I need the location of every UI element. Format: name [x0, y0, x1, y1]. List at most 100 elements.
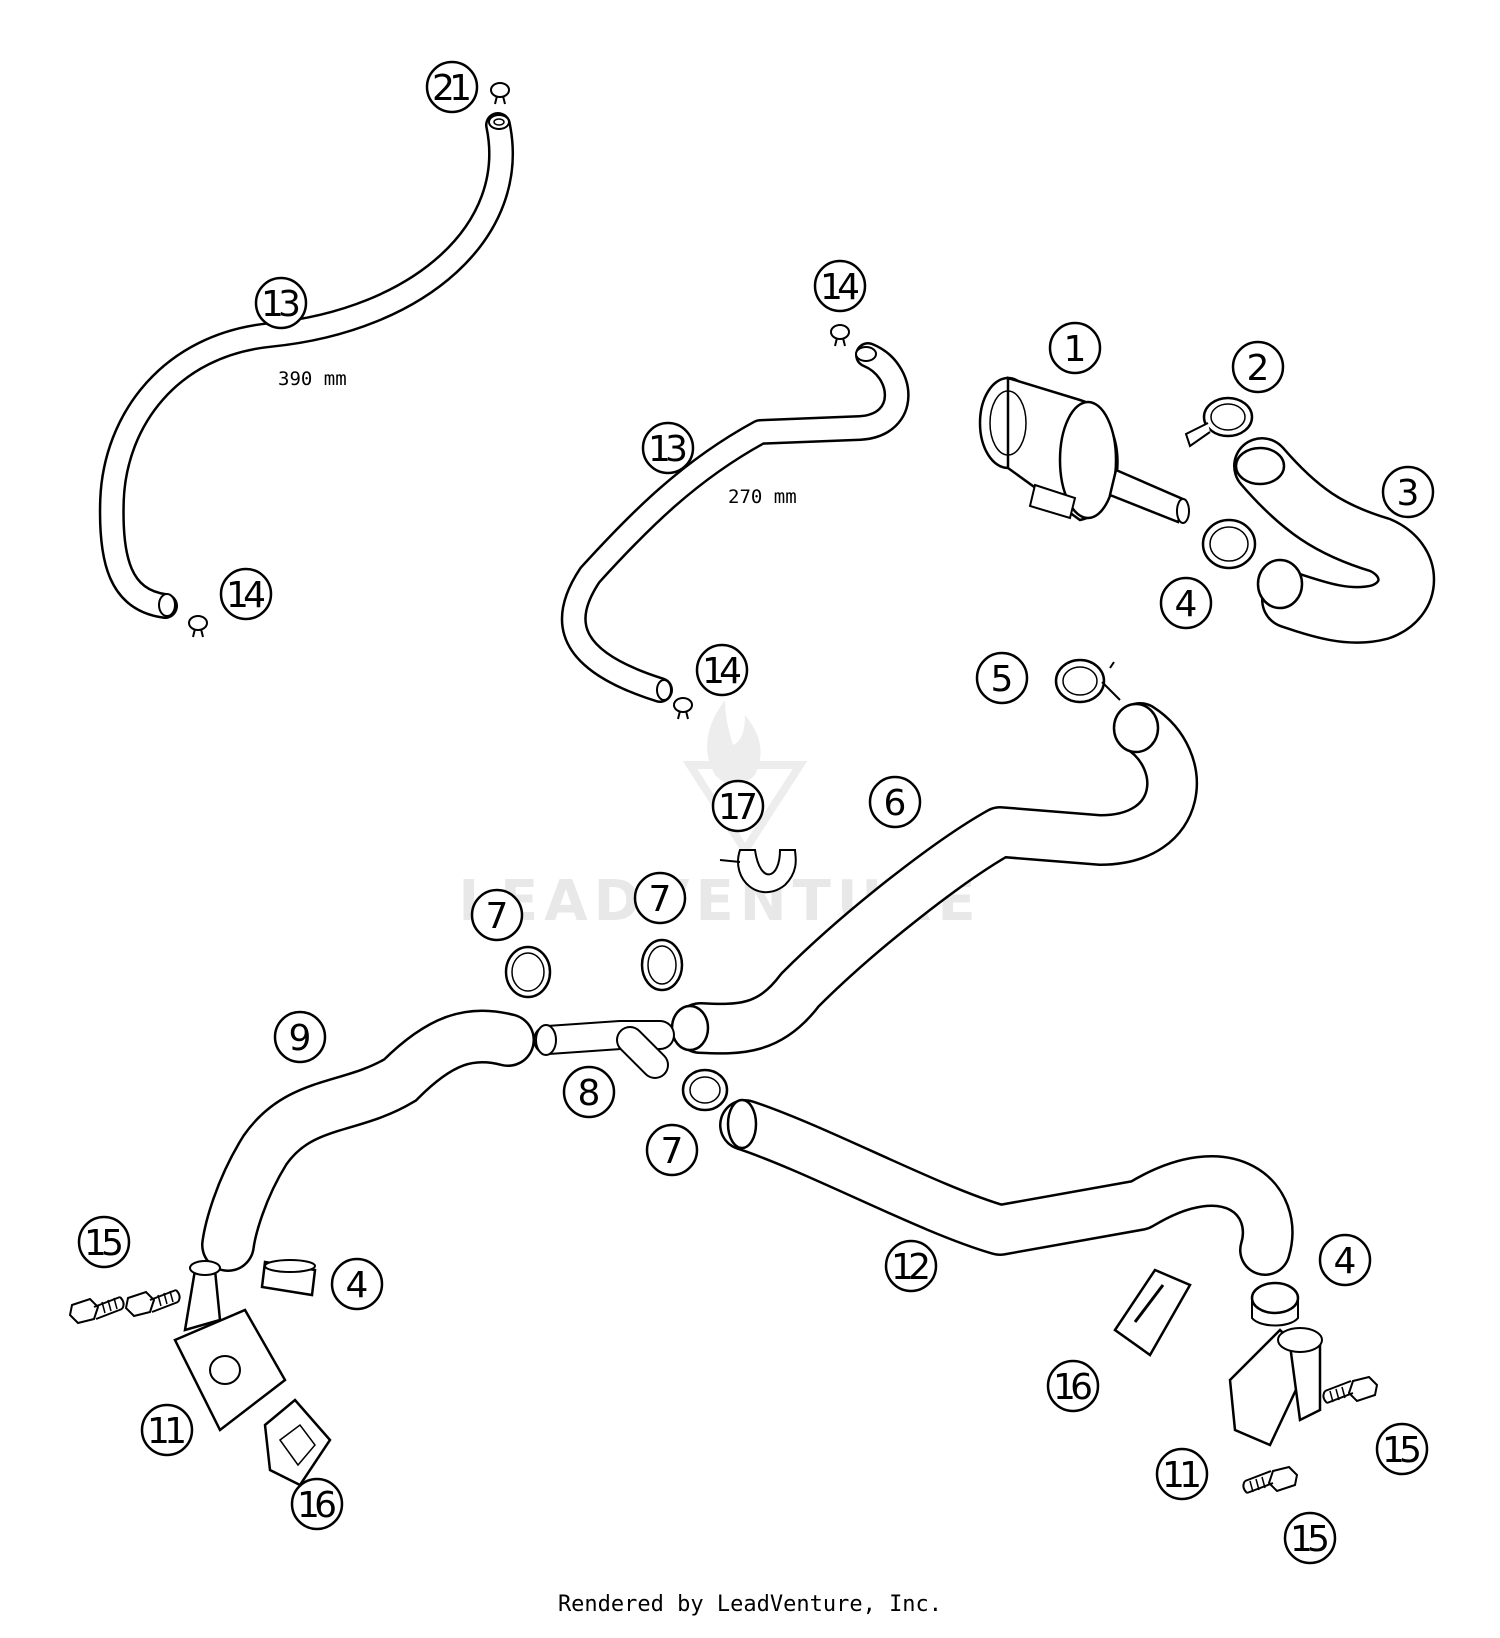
hose-270mm [560, 342, 910, 703]
callout-circle [868, 775, 922, 829]
callout-3: 3 [1381, 465, 1435, 519]
callout-circle [1318, 1233, 1372, 1287]
callout-circle [330, 1257, 384, 1311]
clip-17 [719, 849, 797, 894]
callout-number: 17 [718, 787, 758, 828]
callout-2: 2 [1231, 340, 1285, 394]
callout-11: 11 [1155, 1447, 1209, 1501]
callout-number: 4 [1334, 1241, 1357, 1282]
fitting-11b [1228, 1327, 1323, 1447]
callout-number: 4 [1175, 584, 1198, 625]
clamp-7a [504, 945, 552, 999]
callout-number: 16 [1053, 1367, 1093, 1408]
callout-circle [470, 888, 524, 942]
callout-number: 11 [1162, 1455, 1202, 1496]
callout-circle [1159, 576, 1213, 630]
callout-14: 14 [695, 643, 749, 697]
air-filter-housing [978, 376, 1190, 524]
callout-17: 17 [711, 779, 765, 833]
callout-13: 13 [641, 421, 695, 475]
callout-7: 7 [470, 888, 524, 942]
dimension-390mm: 390 mm [278, 368, 347, 390]
callout-circle [219, 567, 273, 621]
hose-9 [201, 1009, 535, 1272]
callout-circle [254, 276, 308, 330]
callout-number: 15 [1382, 1430, 1422, 1471]
callout-circle [1231, 340, 1285, 394]
callout-circle [290, 1477, 344, 1531]
callout-14: 14 [219, 567, 273, 621]
callout-4: 4 [1318, 1233, 1372, 1287]
callout-9: 9 [273, 1010, 327, 1064]
callout-circle [77, 1215, 131, 1269]
callout-number: 21 [432, 68, 472, 109]
callout-circle [140, 1403, 194, 1457]
bent-hose-3 [1233, 437, 1436, 644]
callout-circle [633, 871, 687, 925]
callout-number: 4 [346, 1265, 369, 1306]
callout-number: 13 [261, 284, 301, 325]
callout-circle [695, 643, 749, 697]
hose-clamp-14c [673, 697, 693, 720]
callout-11: 11 [140, 1403, 194, 1457]
hose-clamp-14b [830, 324, 850, 347]
callout-circle [884, 1239, 938, 1293]
callout-4: 4 [330, 1257, 384, 1311]
hose-clamp-14a [188, 615, 208, 638]
callout-number: 14 [820, 267, 860, 308]
callout-circle [641, 421, 695, 475]
callout-circle [1155, 1447, 1209, 1501]
gasket-16a [263, 1398, 332, 1487]
callout-circle [1283, 1511, 1337, 1565]
callout-5: 5 [975, 651, 1029, 705]
callout-8: 8 [562, 1065, 616, 1119]
callout-15: 15 [1283, 1511, 1337, 1565]
bolt-15b [125, 1289, 181, 1317]
callout-number: 2 [1247, 348, 1270, 389]
callout-1: 1 [1048, 321, 1102, 375]
callout-6: 6 [868, 775, 922, 829]
bolt-15a [69, 1296, 125, 1324]
callout-number: 14 [226, 575, 266, 616]
callout-7: 7 [633, 871, 687, 925]
callout-number: 16 [297, 1485, 337, 1526]
callout-13: 13 [254, 276, 308, 330]
callout-circle [425, 60, 479, 114]
callout-number: 7 [661, 1131, 684, 1172]
callout-16: 16 [290, 1477, 344, 1531]
callout-4: 4 [1159, 576, 1213, 630]
clamp-5 [1054, 658, 1121, 704]
callout-number: 15 [84, 1223, 124, 1264]
callout-number: 15 [1290, 1519, 1330, 1560]
hose-12 [719, 1098, 1294, 1276]
hose-390mm [98, 112, 515, 619]
clamp-2 [1184, 396, 1254, 448]
callout-number: 14 [702, 651, 742, 692]
hose-6 [670, 702, 1198, 1055]
callout-number: 3 [1397, 473, 1420, 514]
clamp-7c [681, 1068, 729, 1112]
callout-16: 16 [1046, 1359, 1100, 1413]
y-connector-8 [533, 1020, 675, 1079]
callout-circle [813, 259, 867, 313]
footer-credit: Rendered by LeadVenture, Inc. [557, 1592, 943, 1617]
callout-circle [645, 1123, 699, 1177]
fitting-11a [173, 1260, 287, 1432]
callout-15: 15 [1375, 1422, 1429, 1476]
callout-14: 14 [813, 259, 867, 313]
callout-circle [1381, 465, 1435, 519]
callout-15: 15 [77, 1215, 131, 1269]
callout-number: 9 [289, 1018, 312, 1059]
dimension-270mm: 270 mm [728, 486, 797, 508]
hose-clamp-21 [490, 82, 510, 105]
clamp-4c [1250, 1281, 1300, 1327]
bolt-15c [1322, 1376, 1378, 1404]
callout-number: 7 [649, 879, 672, 920]
callout-number: 5 [991, 659, 1014, 700]
callout-number: 11 [147, 1411, 187, 1452]
callout-number: 7 [486, 896, 509, 937]
callout-circle [562, 1065, 616, 1119]
callout-number: 1 [1064, 329, 1087, 370]
